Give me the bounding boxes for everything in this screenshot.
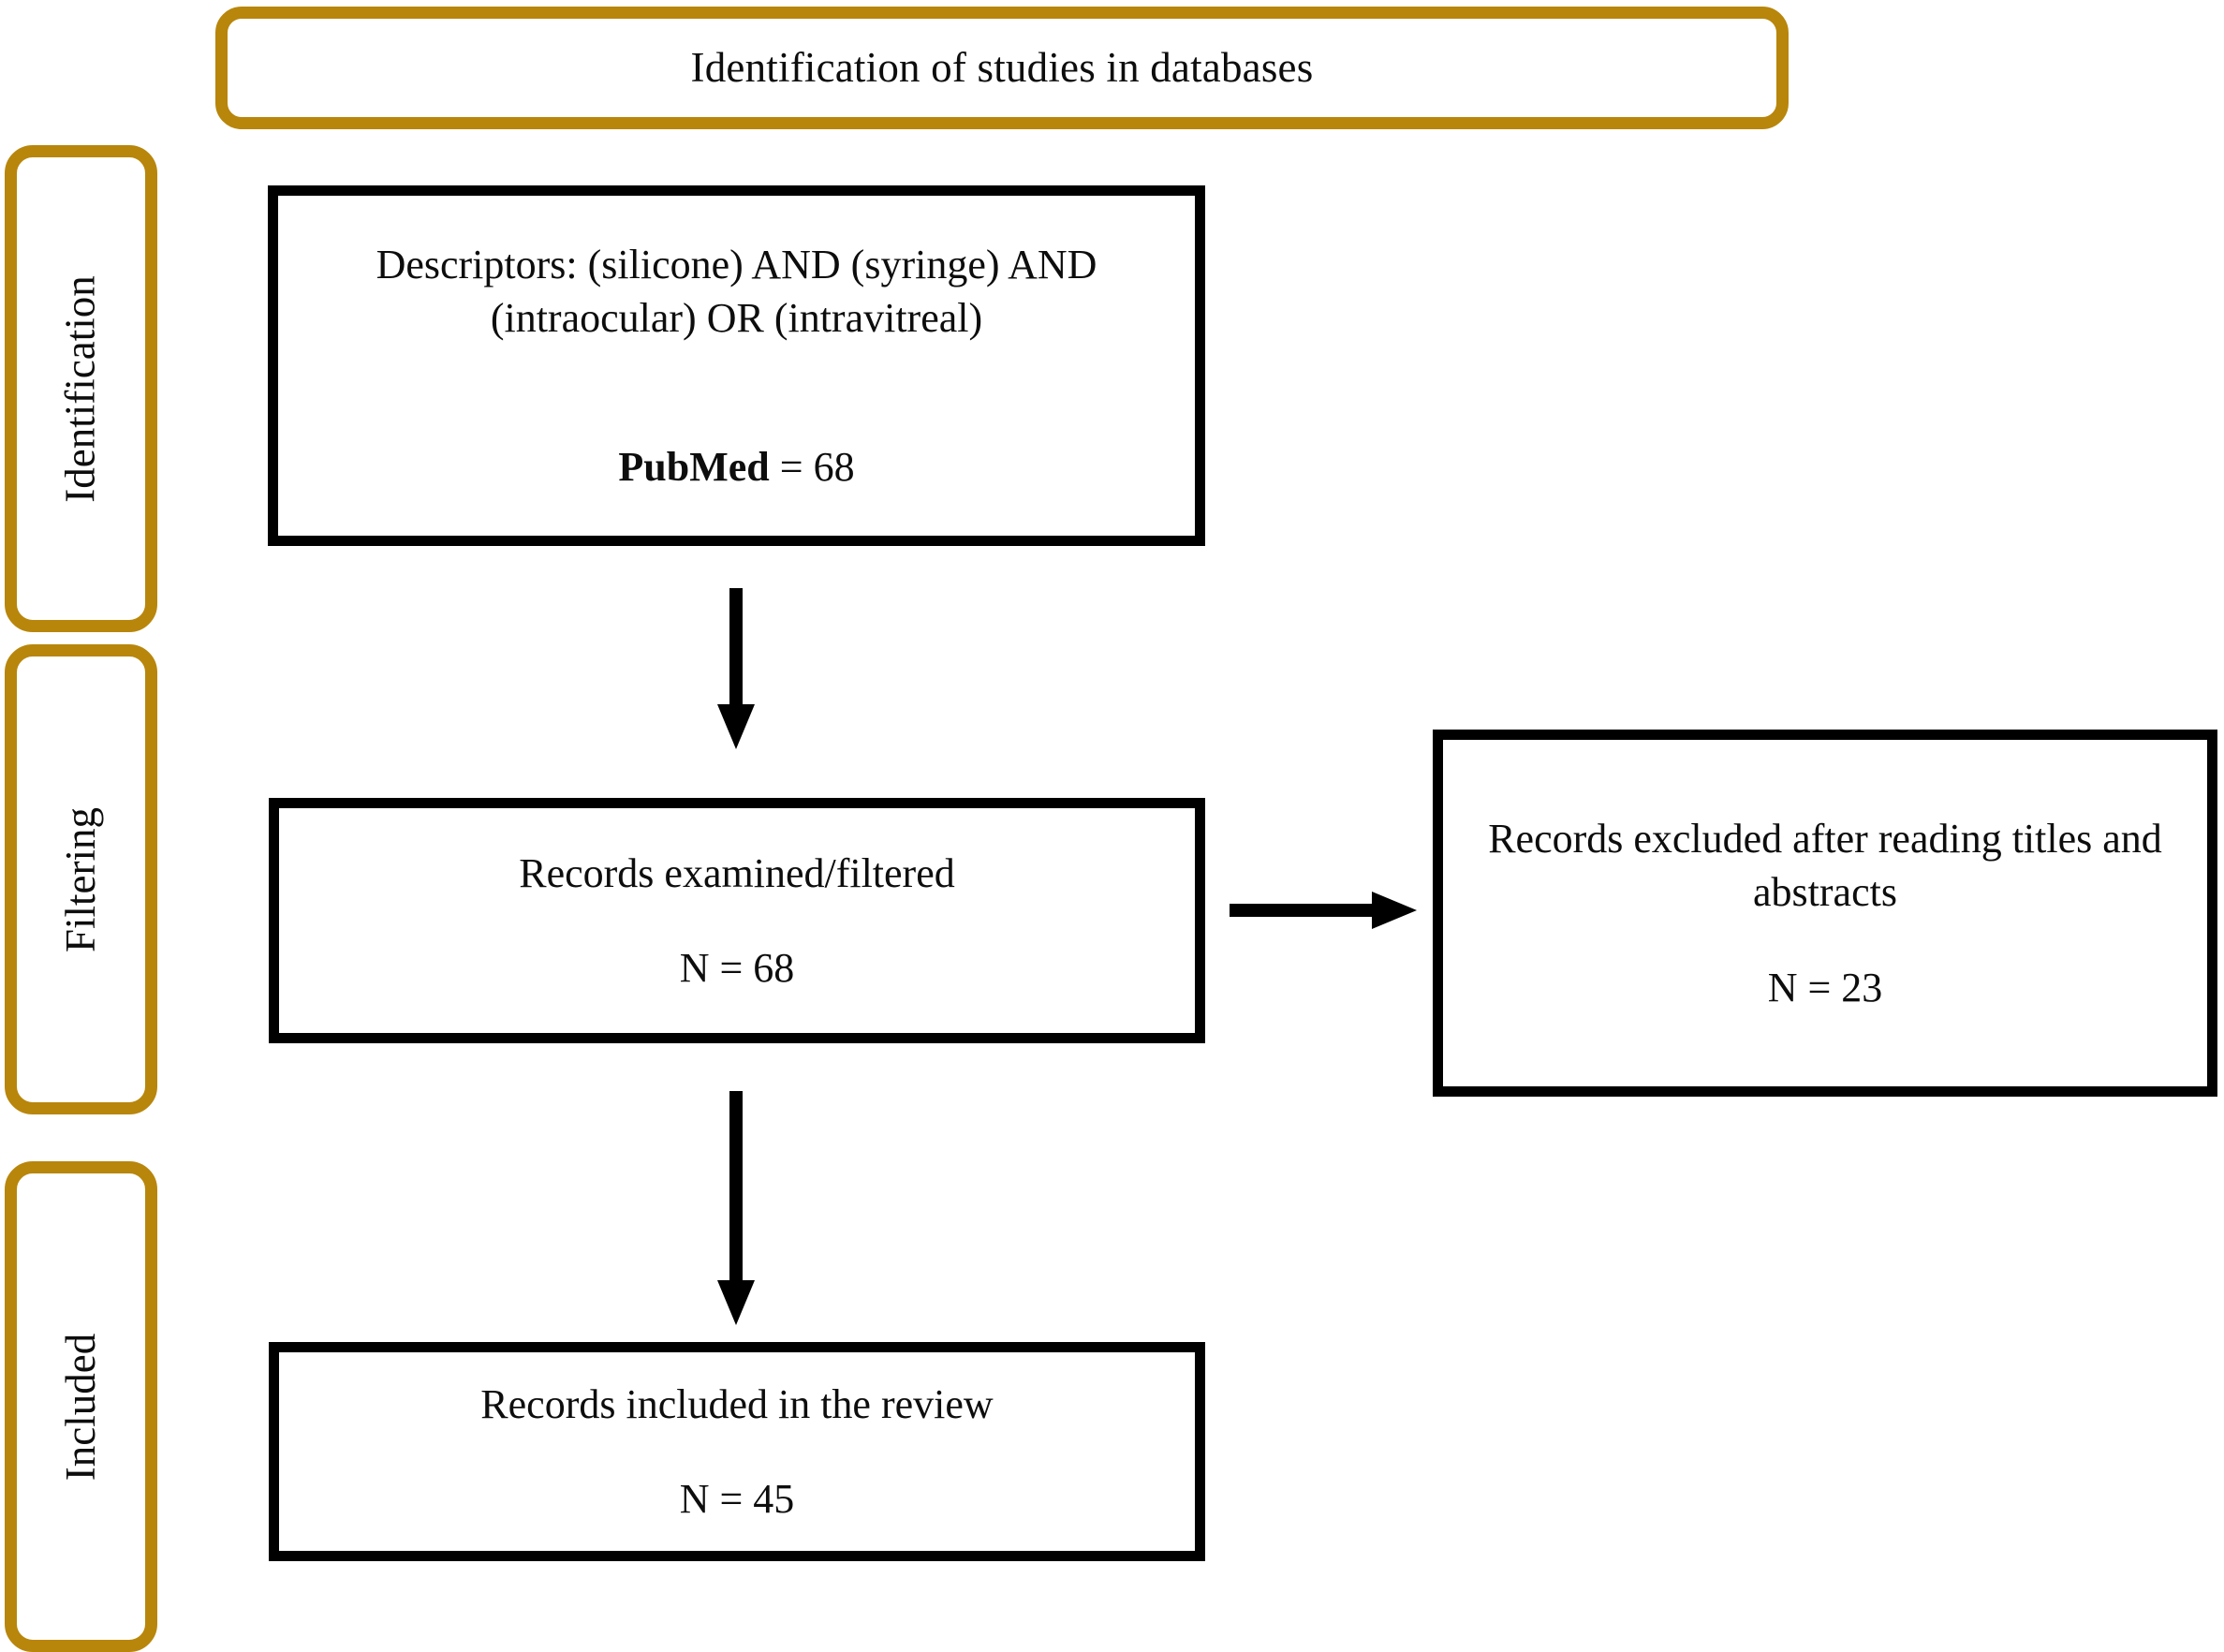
arrow-shaft <box>729 1091 743 1280</box>
records-screened-title: Records examined/filtered <box>519 849 955 896</box>
records-included-count: N = 45 <box>679 1476 795 1522</box>
records-excluded-title: Records excluded after reading titles an… <box>1488 816 2162 916</box>
search-strategy-box: Descriptors: (silicone) AND (syringe) AN… <box>268 185 1205 546</box>
arrow-screened-to-included <box>717 1091 755 1325</box>
stage-tab-filtering: Filtering <box>5 644 157 1114</box>
identification-banner: Identification of studies in databases <box>215 7 1789 129</box>
arrow-shaft <box>729 588 743 704</box>
stage-tab-included-label: Included <box>57 1333 104 1481</box>
arrow-head <box>717 704 755 749</box>
stage-tab-filtering-label: Filtering <box>57 806 104 952</box>
arrow-screened-to-excluded <box>1230 892 1417 929</box>
arrow-search-to-screened <box>717 588 755 749</box>
records-excluded-count: N = 23 <box>1767 964 1883 1010</box>
search-descriptors-text: Descriptors: (silicone) AND (syringe) AN… <box>376 242 1097 342</box>
records-screened-count: N = 68 <box>679 945 795 991</box>
search-source-line: PubMed = 68 <box>618 387 854 494</box>
stage-tab-identification: Identification <box>5 145 157 632</box>
stage-tab-identification-label: Identification <box>57 274 104 503</box>
records-included-title: Records included in the review <box>480 1380 994 1427</box>
arrow-head <box>717 1280 755 1325</box>
records-screened-box: Records examined/filtered N = 68 <box>269 798 1205 1043</box>
arrow-head <box>1372 892 1417 929</box>
arrow-shaft <box>1230 904 1372 917</box>
records-excluded-box: Records excluded after reading titles an… <box>1433 730 2217 1097</box>
search-source-count <box>770 444 780 490</box>
search-source-label: PubMed <box>618 443 770 490</box>
search-source-value: = 68 <box>779 443 855 490</box>
stage-tab-included: Included <box>5 1161 157 1652</box>
records-included-box: Records included in the review N = 45 <box>269 1342 1205 1561</box>
banner-title: Identification of studies in databases <box>690 43 1314 91</box>
